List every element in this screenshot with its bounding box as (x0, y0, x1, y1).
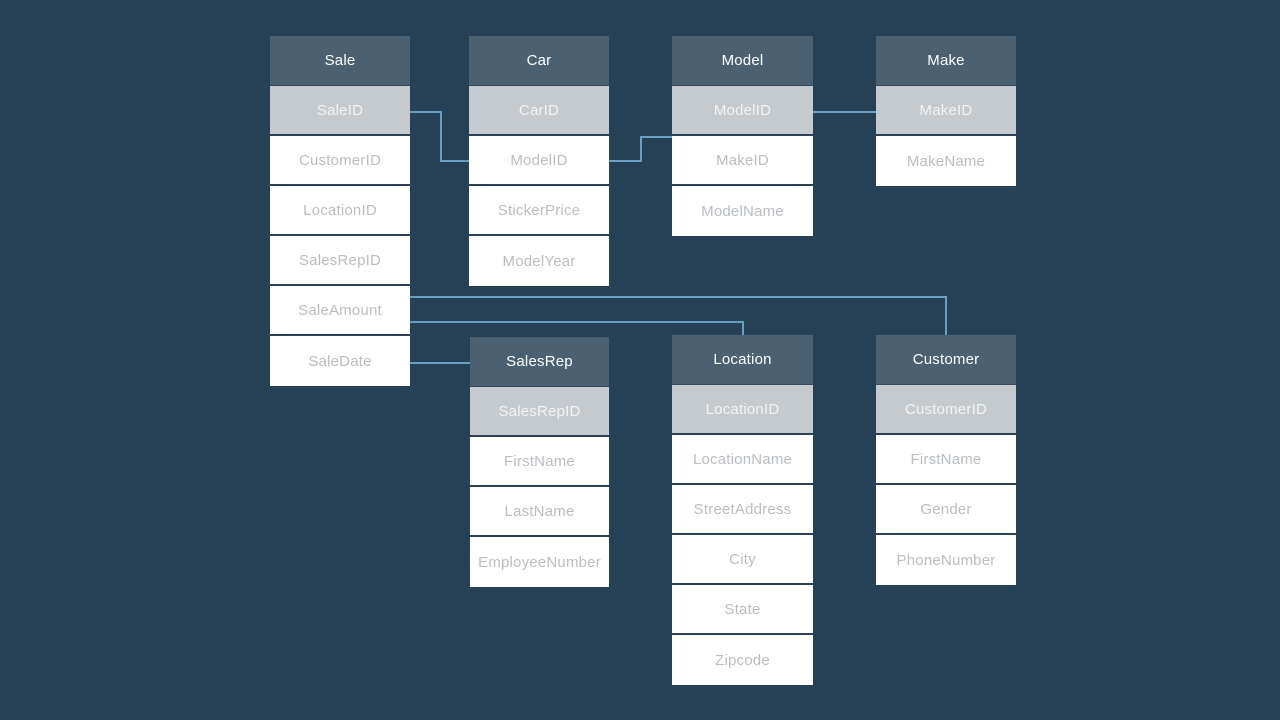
connector-sale-loc-v (742, 321, 744, 337)
field-make-makeid[interactable]: MakeID (876, 86, 1016, 136)
field-location-locationname[interactable]: LocationName (672, 435, 813, 485)
connector-sale-cust-v (945, 296, 947, 337)
field-sale-saledate[interactable]: SaleDate (270, 336, 410, 386)
field-car-modelid[interactable]: ModelID (469, 136, 609, 186)
field-location-zipcode[interactable]: Zipcode (672, 635, 813, 685)
connector-car-model-h2 (640, 136, 674, 138)
connector-model-make-h (813, 111, 878, 113)
entity-title-make: Make (876, 36, 1016, 86)
field-salesrep-salesrepid[interactable]: SalesRepID (470, 387, 609, 437)
field-location-city[interactable]: City (672, 535, 813, 585)
entity-title-sale: Sale (270, 36, 410, 86)
field-customer-firstname[interactable]: FirstName (876, 435, 1016, 485)
field-make-makename[interactable]: MakeName (876, 136, 1016, 186)
field-model-modelname[interactable]: ModelName (672, 186, 813, 236)
field-location-streetaddress[interactable]: StreetAddress (672, 485, 813, 535)
field-car-stickerprice[interactable]: StickerPrice (469, 186, 609, 236)
connector-sale-rep-h (410, 362, 472, 364)
connector-sale-cust-h (410, 296, 947, 298)
connector-car-model-v (640, 136, 642, 162)
field-location-locationid[interactable]: LocationID (672, 385, 813, 435)
connector-car-model-h1 (609, 160, 642, 162)
entity-title-model: Model (672, 36, 813, 86)
field-sale-salesrepid[interactable]: SalesRepID (270, 236, 410, 286)
entity-title-salesrep: SalesRep (470, 337, 609, 387)
field-car-modelyear[interactable]: ModelYear (469, 236, 609, 286)
field-salesrep-employeenumber[interactable]: EmployeeNumber (470, 537, 609, 587)
connector-sale-loc-h (410, 321, 744, 323)
field-sale-customerid[interactable]: CustomerID (270, 136, 410, 186)
connector-sale-car-v (440, 111, 442, 162)
field-car-carid[interactable]: CarID (469, 86, 609, 136)
entity-title-car: Car (469, 36, 609, 86)
field-location-state[interactable]: State (672, 585, 813, 635)
entity-title-customer: Customer (876, 335, 1016, 385)
connector-sale-car-h2 (440, 160, 471, 162)
field-sale-saleid[interactable]: SaleID (270, 86, 410, 136)
field-customer-phonenumber[interactable]: PhoneNumber (876, 535, 1016, 585)
field-customer-customerid[interactable]: CustomerID (876, 385, 1016, 435)
field-model-modelid[interactable]: ModelID (672, 86, 813, 136)
field-model-makeid[interactable]: MakeID (672, 136, 813, 186)
entity-title-location: Location (672, 335, 813, 385)
field-sale-locationid[interactable]: LocationID (270, 186, 410, 236)
connector-sale-car-h1 (410, 111, 442, 113)
field-salesrep-lastname[interactable]: LastName (470, 487, 609, 537)
field-sale-saleamount[interactable]: SaleAmount (270, 286, 410, 336)
field-salesrep-firstname[interactable]: FirstName (470, 437, 609, 487)
field-customer-gender[interactable]: Gender (876, 485, 1016, 535)
